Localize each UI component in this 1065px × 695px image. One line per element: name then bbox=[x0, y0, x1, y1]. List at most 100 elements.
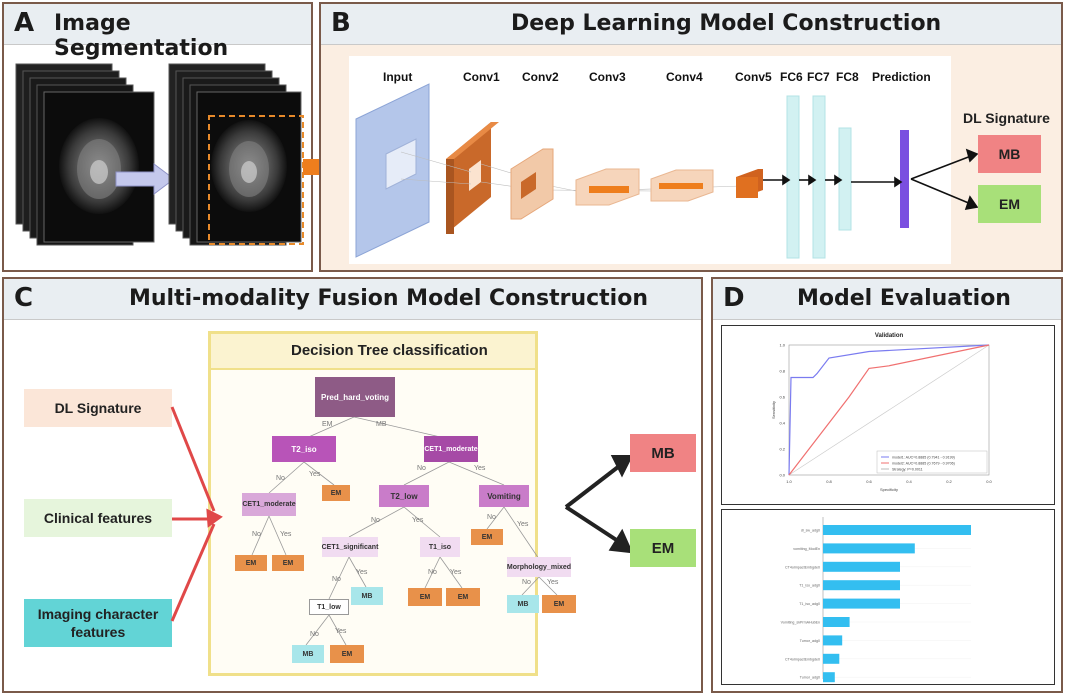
panel-a-header: A Image Segmentation bbox=[4, 4, 311, 61]
mri-stacks bbox=[15, 63, 304, 246]
importance-label: T1_iso_adg0 bbox=[799, 584, 820, 588]
layer-label-conv4: Conv4 bbox=[666, 70, 703, 84]
roc-x-tick: 0.4 bbox=[906, 479, 912, 484]
roc-legend-box bbox=[876, 450, 988, 474]
tree-node-t1-iso: T1_iso bbox=[420, 537, 460, 557]
tree-edge-no: No bbox=[371, 517, 380, 524]
segmentation-roi bbox=[208, 115, 304, 245]
roc-x-label: Specificity bbox=[880, 487, 898, 492]
roc-curve-model2 bbox=[788, 344, 990, 476]
layer-label-input: Input bbox=[383, 70, 413, 84]
panel-a: A Image Segmentation bbox=[2, 2, 313, 272]
roc-y-tick: 1.0 bbox=[779, 343, 785, 348]
importance-bar bbox=[823, 598, 900, 609]
roc-x-tick: 1.0 bbox=[786, 479, 792, 484]
tree-leaf-mb: MB bbox=[351, 587, 383, 605]
decision-tree-title: Decision Tree classification bbox=[291, 342, 488, 359]
tree-edge-no: No bbox=[310, 631, 319, 638]
network-output-mb: MB bbox=[978, 135, 1041, 173]
tree-leaf-em: EM bbox=[471, 529, 503, 545]
tree-edge-no: No bbox=[487, 514, 496, 521]
decision-tree-header bbox=[211, 334, 535, 370]
layer-label-fc8: FC8 bbox=[836, 70, 859, 84]
importance-plot-frame bbox=[721, 509, 1055, 685]
tree-leaf-em: EM bbox=[322, 485, 350, 501]
tree-edge-yes: Yes bbox=[517, 521, 529, 528]
panel-a-title: Image Segmentation bbox=[54, 11, 229, 61]
roc-y-label: Sensitivity bbox=[771, 401, 776, 419]
panel-c-title: Multi-modality Fusion Model Construction bbox=[129, 286, 648, 311]
roc-x-tick: 0.8 bbox=[826, 479, 832, 484]
roc-y-tick: 0.4 bbox=[779, 421, 785, 426]
roc-axes-box bbox=[788, 344, 990, 476]
panel-d: D Model Evaluation Validation 1.0 0.8 0.6 0.… bbox=[711, 277, 1063, 693]
panel-d-title: Model Evaluation bbox=[797, 286, 1011, 311]
tree-node-cet1-moderate-left: CET1_moderate bbox=[242, 493, 296, 516]
panel-c-letter: C bbox=[14, 283, 34, 313]
roc-title: Validation bbox=[875, 333, 904, 339]
tree-leaf-em: EM bbox=[408, 588, 442, 606]
importance-label: CT4oImpactEmbgde0 bbox=[785, 565, 820, 569]
panel-d-letter: D bbox=[723, 283, 745, 313]
fusion-output-mb: MB bbox=[630, 434, 696, 472]
roc-legend-entry: Strategy: P=0.0011 bbox=[892, 468, 923, 472]
importance-label: T1_iso_adg0 bbox=[799, 602, 820, 606]
mri-stack-right bbox=[168, 63, 304, 246]
layer-label-conv2: Conv2 bbox=[522, 70, 559, 84]
roc-curve-model1 bbox=[788, 344, 990, 476]
roc-legend-entry: model1: AUC=0.8885 (0.7941 - 0.9199) bbox=[892, 456, 955, 460]
network-output-em: EM bbox=[978, 185, 1041, 223]
importance-label: dl_sw_adg0 bbox=[801, 529, 820, 533]
panel-a-letter: A bbox=[14, 8, 35, 38]
tree-edge-yes: Yes bbox=[450, 569, 462, 576]
tree-edge-no: No bbox=[428, 569, 437, 576]
mri-stack-left bbox=[15, 63, 155, 246]
layer-label-conv3: Conv3 bbox=[589, 70, 626, 84]
layer-label-fc6: FC6 bbox=[780, 70, 803, 84]
roc-x-tick: 0.2 bbox=[946, 479, 952, 484]
tree-edge-yes: Yes bbox=[309, 471, 321, 478]
dl-signature-title: DL Signature bbox=[963, 110, 1050, 126]
importance-bar bbox=[823, 672, 835, 683]
tree-edge-yes: Yes bbox=[335, 628, 347, 635]
tree-edge-yes: Yes bbox=[280, 531, 292, 538]
tree-leaf-mb: MB bbox=[292, 645, 324, 663]
panel-c-header: C Multi-modality Fusion Model Constructi… bbox=[4, 279, 701, 320]
layer-label-conv5: Conv5 bbox=[735, 70, 772, 84]
importance-bar bbox=[823, 543, 915, 554]
tree-edge-no: No bbox=[276, 475, 285, 482]
importance-label: Vomiting_skPrmAHubEn bbox=[781, 621, 820, 625]
roc-legend-entry: model2: AUC=0.8885 (0.7679 - 0.9706) bbox=[892, 462, 955, 466]
importance-bar bbox=[823, 580, 900, 591]
tree-edge-no: No bbox=[522, 579, 531, 586]
roc-y-tick: 0.6 bbox=[779, 395, 785, 400]
roc-x-tick: 0.6 bbox=[866, 479, 872, 484]
roc-diagonal bbox=[788, 344, 990, 476]
tree-node-vomiting: Vomiting bbox=[479, 485, 529, 507]
importance-bar bbox=[823, 561, 900, 572]
fusion-diagram bbox=[170, 406, 634, 646]
importance-label: Tumor_adg0 bbox=[800, 639, 820, 643]
fusion-input-dl-signature: DL Signature bbox=[24, 389, 172, 427]
tree-leaf-mb: MB bbox=[507, 595, 539, 613]
tree-edge-no: No bbox=[252, 531, 261, 538]
tree-node-root: Pred_hard_voting bbox=[315, 377, 395, 417]
tree-edge-em: EM bbox=[322, 421, 333, 428]
importance-label: vomiting_ModEn bbox=[793, 547, 820, 551]
arrow-right-icon bbox=[115, 163, 175, 195]
tree-leaf-em: EM bbox=[446, 588, 480, 606]
panel-b-header: B Deep Learning Model Construction bbox=[321, 4, 1061, 45]
importance-bar bbox=[823, 617, 850, 627]
tree-node-t1-low: T1_low bbox=[309, 599, 349, 615]
tree-edge-no: No bbox=[417, 465, 426, 472]
tree-leaf-em: EM bbox=[235, 555, 267, 571]
tree-leaf-em: EM bbox=[272, 555, 304, 571]
roc-x-tick: 0.0 bbox=[986, 479, 992, 484]
fusion-output-em: EM bbox=[630, 529, 696, 567]
panel-b: B Deep Learning Model Construction Input… bbox=[319, 2, 1063, 272]
cnn-architecture bbox=[355, 83, 979, 259]
tree-node-morphology-mixed: Morphology_mixed bbox=[507, 557, 571, 577]
roc-y-tick: 0.8 bbox=[779, 369, 785, 374]
roc-y-tick: 0.0 bbox=[779, 473, 785, 478]
